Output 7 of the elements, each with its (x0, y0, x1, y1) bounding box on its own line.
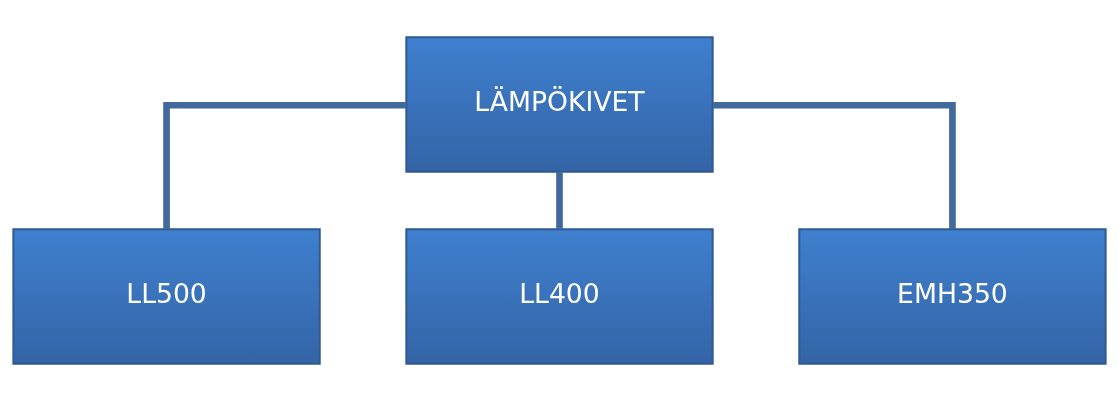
node-box: LÄMPÖKIVET (405, 36, 714, 173)
connector (713, 101, 956, 229)
node-box: LL500 (12, 228, 321, 365)
connector (163, 101, 406, 229)
node-box: LL400 (405, 228, 714, 365)
connector (556, 172, 563, 229)
node-box: EMH350 (798, 228, 1107, 365)
